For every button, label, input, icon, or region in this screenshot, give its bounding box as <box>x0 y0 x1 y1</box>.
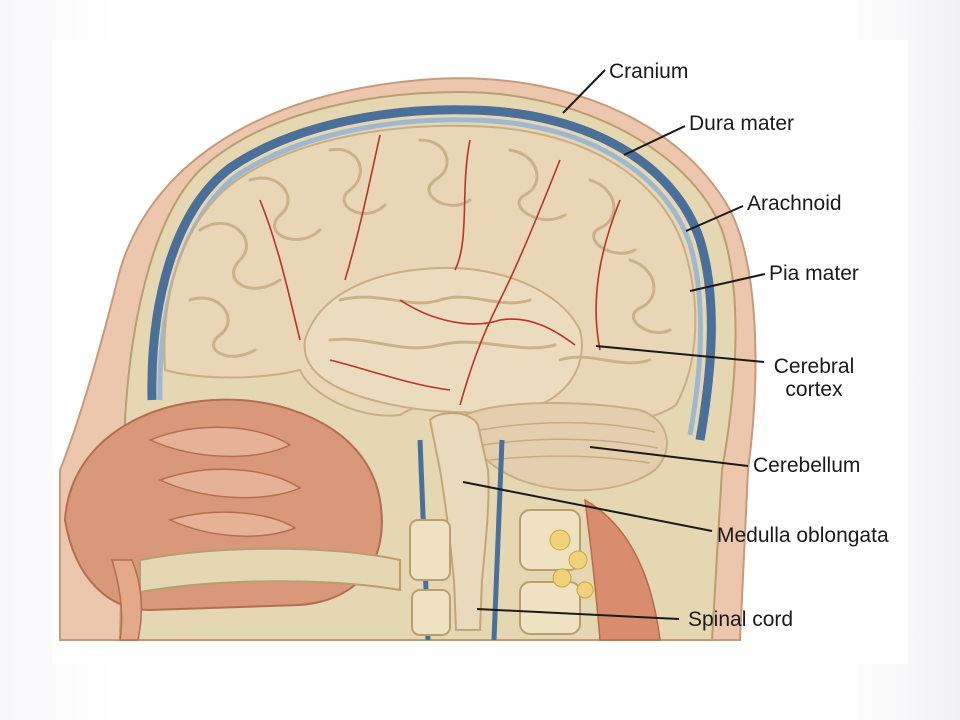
leader-arachnoid <box>685 205 744 232</box>
nose-tip <box>110 559 143 641</box>
fat-tissue <box>549 529 594 599</box>
label-cerebral-cortex-line1: Cerebral <box>773 355 855 378</box>
label-spinal-cord: Spinal cord <box>688 608 794 631</box>
leader-dura-mater <box>623 125 686 156</box>
label-arachnoid: Arachnoid <box>747 192 842 215</box>
label-cerebral-cortex-line2: cortex <box>785 378 843 401</box>
leader-pia-mater <box>689 273 766 292</box>
cervical-vertebrae <box>409 509 581 636</box>
label-cerebral-cortex: Cerebral cortex <box>766 355 862 401</box>
brainstem <box>428 412 490 631</box>
gyri-pattern <box>188 138 672 365</box>
neck-muscle <box>584 498 661 641</box>
nasal-conchae <box>148 426 302 537</box>
leader-cerebellum <box>589 446 749 467</box>
leader-lines <box>462 69 766 620</box>
label-pia-mater: Pia mater <box>769 262 859 285</box>
leader-spinal-cord <box>476 608 680 620</box>
leader-medulla-oblongata <box>462 481 713 532</box>
leader-cerebral-cortex <box>595 345 765 363</box>
palate <box>139 547 401 594</box>
label-medulla-oblongata: Medulla oblongata <box>717 524 889 547</box>
label-cerebellum: Cerebellum <box>753 454 861 477</box>
cortical-vessels <box>259 134 621 406</box>
label-dura-mater: Dura mater <box>689 112 795 135</box>
leader-cranium <box>562 69 606 114</box>
label-cranium: Cranium <box>609 60 689 83</box>
